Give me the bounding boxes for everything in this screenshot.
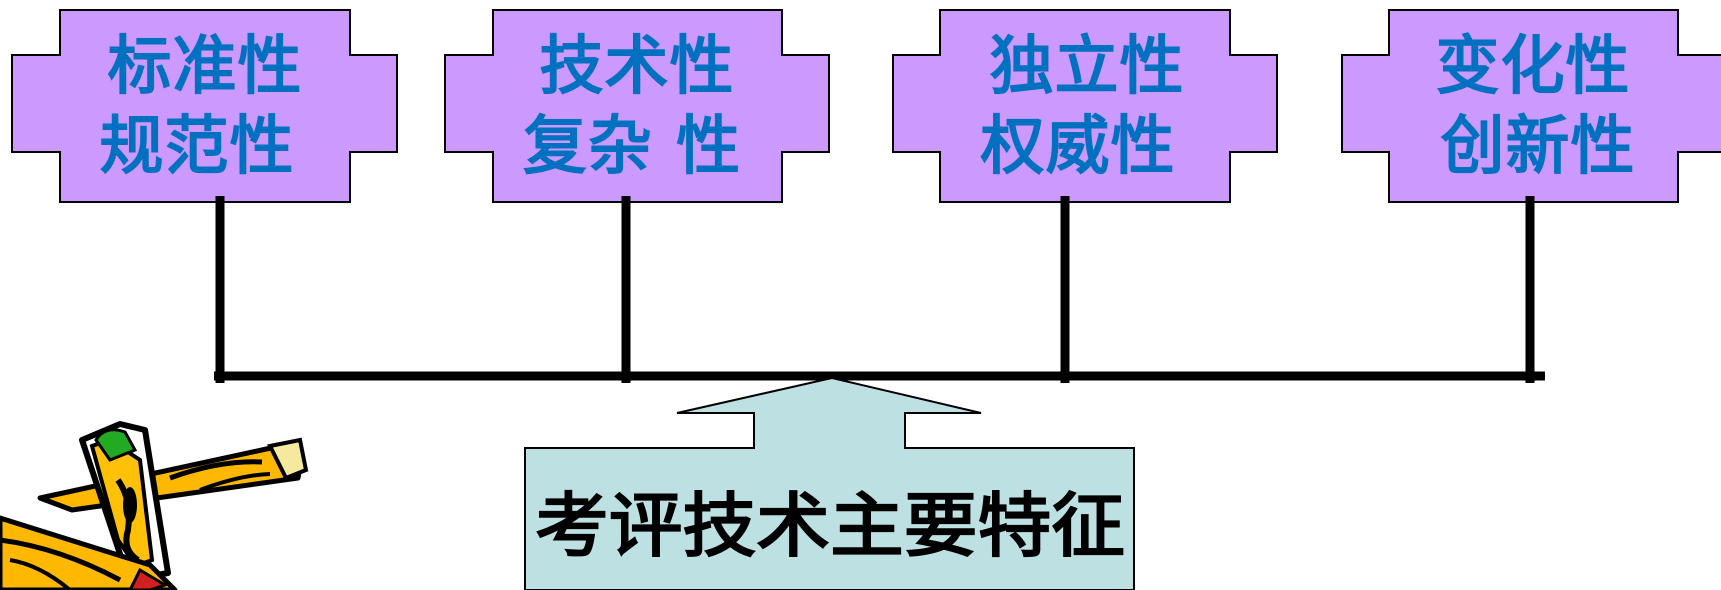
feature-box-1-line1: 标准性 [108, 30, 303, 104]
feature-box-1: 标准性 规范性 [11, 9, 398, 203]
feature-box-4-line2: 创新性 [1441, 110, 1636, 184]
feature-box-4-shape [1341, 9, 1721, 203]
pencil-clipart-icon [0, 421, 309, 590]
feature-box-2-line2: 复杂 性 [523, 110, 741, 184]
feature-box-3-shape [892, 9, 1278, 203]
feature-box-2-line1: 技术性 [540, 30, 735, 104]
feature-box-3: 独立性 权威性 [892, 9, 1278, 203]
center-callout-shape [524, 376, 1135, 590]
center-callout-label: 考评技术主要特征 [535, 484, 1125, 567]
feature-box-3-line1: 独立性 [990, 30, 1185, 104]
feature-box-2: 技术性 复杂 性 [444, 9, 830, 203]
feature-box-3-line2: 权威性 [980, 110, 1176, 184]
center-callout: 考评技术主要特征 [524, 376, 1135, 590]
feature-box-4: 变化性 创新性 [1341, 9, 1721, 203]
feature-box-4-line1: 变化性 [1436, 30, 1631, 104]
connector-lines [214, 196, 1545, 383]
feature-box-2-shape [444, 9, 830, 203]
feature-box-1-shape [11, 9, 398, 203]
feature-box-1-line2: 规范性 [100, 110, 295, 184]
